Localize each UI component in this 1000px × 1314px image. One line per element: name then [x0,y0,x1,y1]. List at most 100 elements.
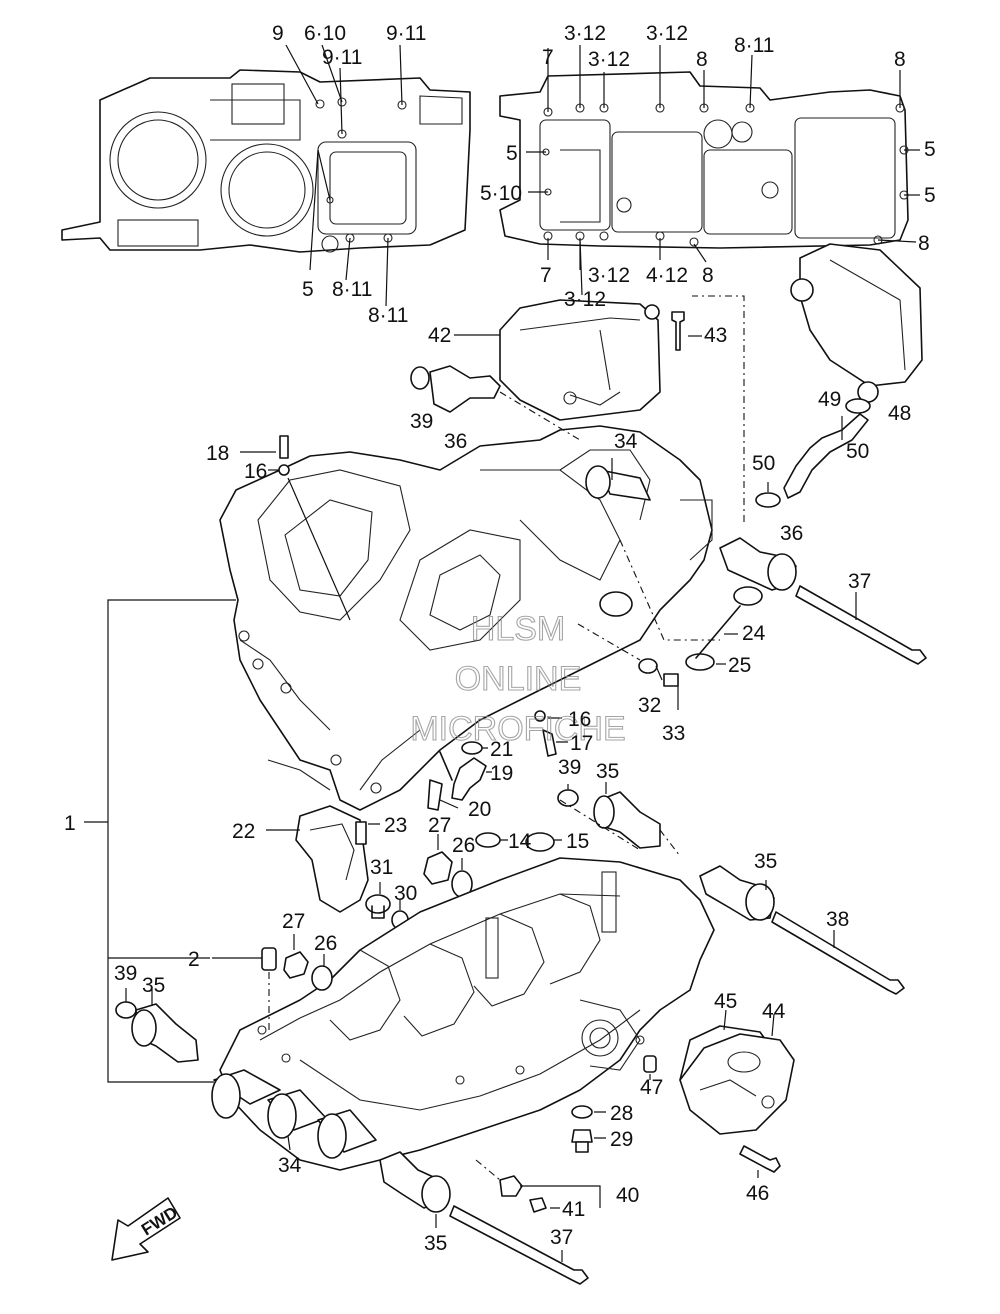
callout: 50 [752,452,775,475]
callout: 6·10 [304,22,346,45]
callout: 4·12 [646,264,688,287]
callout: 7 [542,46,554,69]
callout: 3·12 [564,22,606,45]
bolt-37-lower [449,1205,589,1285]
callout: 5 [302,278,314,301]
callout: 37 [848,570,871,593]
callout: 30 [394,882,417,905]
callout: 8·11 [368,304,408,327]
callout: 19 [490,762,513,785]
oring-15 [525,832,555,852]
callout: 26 [314,932,337,955]
callout: 40 [616,1184,639,1207]
clamp-50-lower [755,492,781,508]
callout: 14 [508,830,532,853]
callout: 8 [918,232,930,255]
callout: 1 [64,812,76,835]
callout: 20 [468,798,491,821]
callout: 8·11 [332,278,372,301]
callout: 26 [452,834,475,857]
callout: 24 [742,622,766,645]
callout: 43 [704,324,727,347]
callout: 3·12 [564,288,606,311]
callout: 39 [114,962,137,985]
callout: 22 [232,820,255,843]
callout: 46 [746,1182,769,1205]
lower-case-bottom-leaders [526,45,920,296]
plug-35-mid [593,791,661,849]
callout: 8 [696,48,708,71]
dipstick-24 [685,586,763,671]
plug-35-bottom [379,1151,451,1213]
nozzle-27-mid [423,851,453,885]
lower-crankcase [219,857,715,1171]
callout: 37 [550,1226,573,1249]
callout: 15 [566,830,589,853]
bolt-38 [771,911,905,995]
callout: 27 [282,910,305,933]
cooler-48 [790,243,923,403]
callout: 5 [924,138,936,161]
callout-labels: 9 6·10 9·11 9·11 5 8·11 8·11 3·12 3·12 3… [64,22,936,1255]
callout: 34 [614,430,638,453]
callout: 21 [490,738,513,761]
callout: 28 [610,1102,633,1125]
callout: 8 [702,264,714,287]
callout: 16 [568,708,591,731]
callout: 34 [278,1154,302,1177]
plug-35-left [131,1003,199,1063]
callout: 5 [924,184,936,207]
callout: 39 [410,410,433,433]
callout: 36 [780,522,803,545]
callout: 2 [188,948,200,971]
watermark-line2: ONLINE [455,660,582,698]
callout: 9 [272,22,284,45]
oring-26-left [311,965,333,991]
bolt-33 [663,673,679,687]
callout: 16 [244,460,267,483]
callout: 17 [570,732,593,755]
callout: 29 [610,1128,633,1151]
callout: 42 [428,324,451,347]
watermark: HLSM ONLINE MICROFICHE [410,609,626,748]
plug-35-right [699,865,775,921]
callout: 44 [762,1000,786,1023]
hose-49 [783,413,869,499]
callout: 27 [428,814,451,837]
sleeve-34-upper [585,458,651,501]
callout: 18 [206,442,229,465]
cover-42 [499,299,661,421]
dowel-2 [261,947,277,971]
callout: 47 [640,1076,663,1099]
callout: 31 [370,856,393,879]
seal-39-mid [557,789,579,807]
dowel-47 [643,1055,657,1073]
callout: 5 [506,142,518,165]
callout: 41 [562,1198,585,1221]
pump-cover-44 [679,1033,795,1135]
washer-32 [638,658,658,674]
watermark-line1: HLSM [471,610,565,648]
callout: 3·12 [588,264,630,287]
guide-22 [295,805,369,913]
plug-31 [365,894,391,919]
callout: 36 [444,430,467,453]
callout: 33 [662,722,685,745]
callout: 35 [142,974,165,997]
callout: 3·12 [646,22,688,45]
callout: 9·11 [386,22,426,45]
seal-39-left [115,1001,137,1019]
sleeve-34-lower [211,1069,377,1159]
callout: 35 [596,760,619,783]
jet-18 [240,435,351,621]
callout: 32 [638,694,661,717]
callout: 8·11 [734,34,774,57]
callout: 48 [888,402,911,425]
fitting-20 [427,779,443,811]
callout: 23 [384,814,407,837]
callout: 3·12 [588,48,630,71]
callout-1-bracket [84,599,236,1083]
bolt-43 [671,311,685,351]
callout: 9·11 [322,46,362,69]
